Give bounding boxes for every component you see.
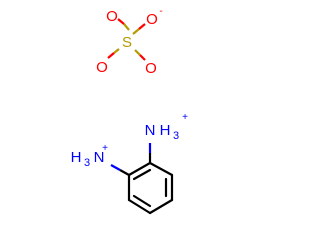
bond-s-o-top — [132, 23, 146, 35]
nitrogen-atom-top: N — [145, 122, 156, 139]
ring-bond-3 — [127, 198, 152, 215]
charge-top: + — [182, 112, 188, 123]
sulfur-atom: S — [122, 34, 132, 51]
oxygen-atom-lower-left: O — [96, 59, 108, 76]
oxygen-atom-upper-left: O — [106, 8, 118, 25]
hydrogen-count-top: 3 — [173, 130, 179, 142]
nitrogen-atom-left: N — [94, 149, 105, 166]
ring-double-bond-1 — [132, 168, 152, 181]
sulfate-ion: S O - O O O — [96, 6, 163, 77]
ammonium-group-top: N H 3 + — [145, 112, 189, 142]
structure-drawing: S O - O O O N H 3 + H 3 N — [71, 6, 189, 215]
ring-bond-6 — [148, 161, 174, 177]
molecule-canvas: S O - O O O N H 3 + H 3 N — [71, 6, 189, 215]
oxygen-atom-top: O — [146, 11, 158, 28]
charge-left: + — [102, 143, 108, 154]
benzene-ring — [127, 161, 174, 215]
hydrogen-count-left: 3 — [84, 157, 90, 169]
bond-s-o-bottom — [134, 49, 146, 61]
ring-bond-1 — [127, 161, 152, 177]
oxygen-atom-bottom: O — [145, 60, 157, 77]
ring-bond-4 — [148, 198, 174, 215]
hydrogen-label-top: H — [160, 122, 171, 139]
bond-s-o-left — [107, 48, 120, 59]
oxygen-charge: - — [159, 6, 162, 17]
ring-double-bond-2 — [132, 194, 152, 208]
ammonium-group-left: H 3 N + — [71, 143, 109, 169]
bond-c-n-left — [110, 164, 130, 176]
hydrogen-label-left: H — [71, 149, 82, 166]
bond-s-o-right — [117, 18, 130, 31]
